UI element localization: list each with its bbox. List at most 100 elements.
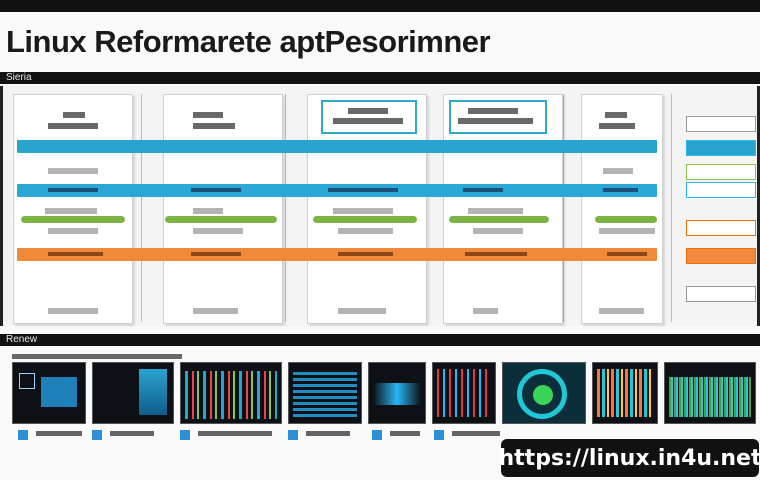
top-border [0,0,760,12]
grid-divider [563,94,564,322]
row-label [45,208,97,214]
status-pill-green[interactable] [165,216,277,223]
column-heading [333,118,403,124]
column-heading [193,112,223,118]
section-header-bottom: Renew [0,334,760,346]
section-header-top-label: Sieria [6,72,32,83]
band-label [328,188,398,192]
caption-text [12,354,182,359]
status-pill-green[interactable] [21,216,125,223]
band-label [48,252,103,256]
band-label [48,188,98,192]
gauge-center [533,385,553,405]
row-label [48,228,98,234]
bar-graph [437,369,491,417]
column-heading [48,123,98,129]
legend-text [306,431,350,436]
stage-column[interactable] [163,94,283,324]
screenshot-gallery [6,362,756,424]
band-label [607,252,647,256]
row-label [193,208,223,214]
side-panel-box[interactable] [686,164,756,180]
thumbnail-caption-row [8,352,752,362]
legend-text [36,431,82,436]
legend-text [198,431,272,436]
legend-swatch-icon [18,430,28,440]
table-panel [293,369,357,417]
thumbnail-waveform[interactable] [368,362,426,424]
side-panel-box[interactable] [686,182,756,198]
row-label [338,308,386,314]
thumbnail-terminal[interactable] [12,362,86,424]
column-heading [63,112,85,118]
chart-panel [139,369,167,415]
page-title: Linux Reformarete aptPesorimner [6,24,491,59]
row-label [473,308,498,314]
legend-text [110,431,154,436]
legend-swatch-icon [288,430,298,440]
process-band-blue[interactable] [17,140,657,153]
side-panel-box[interactable] [686,286,756,302]
column-heading [599,123,635,129]
column-heading [348,108,388,114]
band-label [191,188,241,192]
row-label [333,208,393,214]
grid-divider [671,94,672,322]
status-pill-green[interactable] [595,216,657,223]
grid-divider [141,94,142,322]
spectrum-graph [669,377,751,417]
row-label [48,168,98,174]
legend-text [452,431,500,436]
status-pill-green[interactable] [449,216,549,223]
band-label [603,188,638,192]
band-label [338,252,393,256]
side-panel-box[interactable] [686,116,756,132]
row-label [599,308,644,314]
side-panel-box[interactable] [686,140,756,156]
legend-swatch-icon [434,430,444,440]
row-label [603,168,633,174]
row-label [473,228,523,234]
highlighted-header-box[interactable] [449,100,547,134]
legend-row [6,428,756,444]
thumbnail-heatmap[interactable] [592,362,658,424]
legend-text [390,431,420,436]
process-band-orange[interactable] [17,248,657,261]
bar-graph [185,371,277,419]
stage-column[interactable] [581,94,663,324]
column-heading [468,108,518,114]
grid-divider [285,94,286,322]
row-label [48,308,98,314]
section-header-top: Sieria [0,72,760,84]
band-label [463,188,503,192]
legend-swatch-icon [92,430,102,440]
column-heading [458,118,533,124]
band-label [465,252,527,256]
thumbnail-gauge[interactable] [502,362,586,424]
section-header-bottom-label: Renew [6,334,38,345]
row-label [599,228,655,234]
pipeline-board [0,86,760,326]
row-label [468,208,523,214]
side-panel-box[interactable] [686,248,756,264]
row-label [338,228,393,234]
thumbnail-bars[interactable] [180,362,282,424]
thumbnail-monitor[interactable] [92,362,174,424]
side-panel-box[interactable] [686,220,756,236]
status-pill-green[interactable] [313,216,417,223]
watermark-url: https://linux.in4u.net [499,439,760,477]
band-label [191,252,241,256]
legend-swatch-icon [372,430,382,440]
chart-panel [41,377,77,407]
row-label [193,308,238,314]
waveform [373,383,421,405]
thumbnail-stats[interactable] [432,362,496,424]
highlighted-header-box[interactable] [321,100,417,134]
column-heading [605,112,627,118]
thumbnail-table[interactable] [288,362,362,424]
window-icon [19,373,35,389]
bar-graph [597,369,653,417]
thumbnail-spectrum[interactable] [664,362,756,424]
legend-swatch-icon [180,430,190,440]
